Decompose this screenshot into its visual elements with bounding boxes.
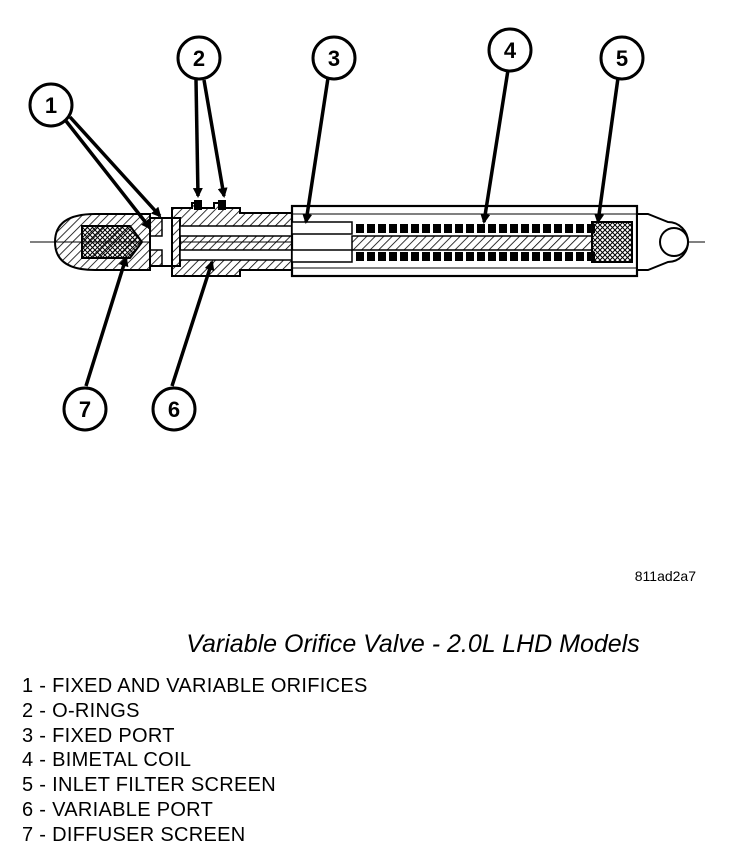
coil-segment [554,252,562,261]
coil-segment [510,252,518,261]
diffuser-screen [53,213,151,271]
coil-segment [499,252,507,261]
coil-segment [510,224,518,233]
coil-segment [532,252,540,261]
coil-segment [433,252,441,261]
coil-segment [356,224,364,233]
fixed-port [291,221,353,263]
coil-segment [499,224,507,233]
coil-segment [488,224,496,233]
coil-segment [455,252,463,261]
valve-diagram: 1 2 3 4 5 6 7 [28,27,705,432]
coil-segment [367,224,375,233]
callout-3: 3 [311,35,357,81]
callout-1: 1 [28,82,74,128]
coil-segment [543,252,551,261]
coil-segment [389,224,397,233]
svg-text:1: 1 [45,93,57,118]
legend-item: 3 - FIXED PORT [22,724,175,747]
coil-segment [367,252,375,261]
legend-item: 1 - FIXED AND VARIABLE ORIFICES [22,675,368,697]
svg-text:5: 5 [616,46,628,71]
coil-segment [521,224,529,233]
callout-2: 2 [176,35,222,81]
svg-text:2: 2 [193,46,205,71]
svg-text:6: 6 [168,397,180,422]
legend-item: 2 - O-RINGS [22,699,140,722]
coil-segment [444,224,452,233]
coil-segment [477,252,485,261]
legend-item: 7 - DIFFUSER SCREEN [22,823,246,846]
svg-text:7: 7 [79,397,91,422]
legend-list: 1 - FIXED AND VARIABLE ORIFICES 2 - O-RI… [22,674,368,848]
coil-segment [466,224,474,233]
coil-segment [576,252,584,261]
svg-text:3: 3 [328,46,340,71]
coil-segment [532,224,540,233]
mounting-tab [636,213,689,271]
legend-item: 4 - BIMETAL COIL [22,749,192,772]
coil-segment [543,224,551,233]
legend-item: 5 - INLET FILTER SCREEN [22,774,276,797]
svg-text:4: 4 [504,38,517,63]
coil-segment [389,252,397,261]
leader-lines [64,69,620,387]
coil-segment [477,224,485,233]
inlet-filter-screen [591,221,633,263]
coil-segment [521,252,529,261]
coil-segment [400,224,408,233]
coil-segment [466,252,474,261]
legend-item: 6 - VARIABLE PORT [22,798,214,821]
coil-segment [411,224,419,233]
callout-5: 5 [599,35,645,81]
callout-4: 4 [487,27,533,73]
coil-segment [444,252,452,261]
coil-segment [565,224,573,233]
coil-segment [411,252,419,261]
coil-segment [356,252,364,261]
figure-id: 811ad2a7 [634,568,696,584]
coil-segment [455,224,463,233]
valve-shaft [351,235,593,251]
coil-segment [488,252,496,261]
valve-body [171,200,293,277]
coil-segment [554,224,562,233]
coil-segment [565,252,573,261]
coil-segment [433,224,441,233]
figure-caption: Variable Orifice Valve - 2.0L LHD Models [186,630,640,658]
coil-segment [422,224,430,233]
coil-segment [576,224,584,233]
callout-7: 7 [62,386,108,432]
callout-6: 6 [151,386,197,432]
coil-segment [400,252,408,261]
coil-segment [378,252,386,261]
coil-segment [378,224,386,233]
coil-segment [422,252,430,261]
